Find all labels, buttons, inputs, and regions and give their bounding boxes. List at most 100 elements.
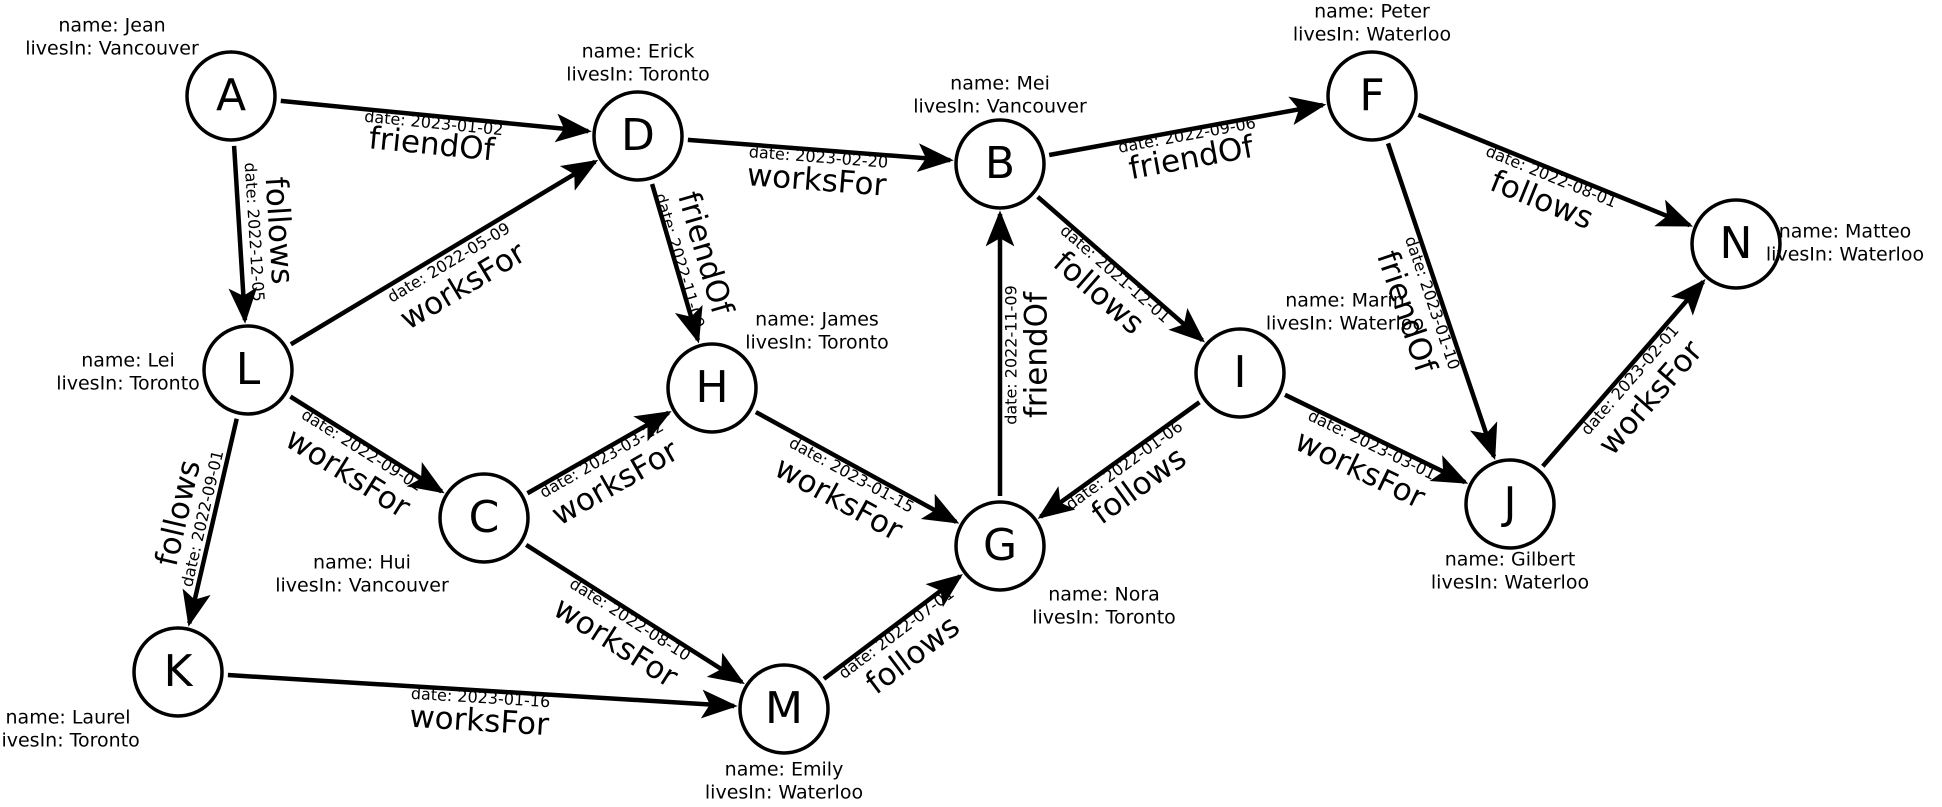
edge-arrow-C-M — [524, 542, 745, 685]
edge-arrow-F-N — [1417, 112, 1694, 228]
edge-arrow-I-J — [1284, 392, 1469, 485]
node-id-J: J — [1501, 478, 1517, 529]
node-circle-J — [1464, 458, 1556, 550]
node-name-N: name: Matteo — [1779, 221, 1912, 243]
edge-arrow-I-G — [1037, 400, 1201, 519]
edge-arrow-J-N — [1541, 279, 1706, 468]
node-id-H: H — [695, 362, 728, 413]
node-circle-A — [185, 50, 277, 142]
node-circle-H — [666, 342, 758, 434]
node-lives-in-C: livesIn: Vancouver — [275, 575, 449, 597]
node-name-J: name: Gilbert — [1445, 549, 1576, 571]
node-circle-B — [954, 118, 1046, 210]
node-lives-in-D: livesIn: Toronto — [566, 64, 710, 86]
node-id-B: B — [985, 138, 1015, 189]
node-lives-in-N: livesIn: Waterloo — [1766, 244, 1924, 266]
node-id-K: K — [164, 646, 194, 697]
edge-label-A-L: follows — [258, 176, 301, 286]
node-id-C: C — [469, 492, 500, 543]
node-name-A: name: Jean — [58, 15, 165, 37]
node-name-C: name: Hui — [313, 552, 411, 574]
edge-arrow-A-L — [228, 145, 258, 324]
edge-arrow-L-D — [289, 159, 599, 347]
node-lives-in-K: livesIn: Toronto — [0, 730, 140, 752]
edge-arrow-K-M — [227, 672, 738, 719]
edge-arrow-D-H — [649, 183, 703, 344]
node-lives-in-H: livesIn: Toronto — [745, 332, 889, 354]
node-id-G: G — [983, 520, 1017, 571]
edge-arrow-F-J — [1385, 142, 1498, 461]
node-circle-M — [738, 663, 830, 755]
node-circle-C — [438, 472, 530, 564]
edge-label-G-B: friendOf — [1019, 291, 1055, 418]
edge-arrow-D-B — [687, 137, 954, 173]
edge-arrow-C-H — [526, 410, 672, 496]
edge-date-G-B: date: 2022-11-09 — [1002, 285, 1021, 425]
node-circle-I — [1194, 327, 1286, 419]
node-name-H: name: James — [755, 309, 879, 331]
node-lives-in-L: livesIn: Toronto — [56, 373, 200, 395]
node-name-I: name: Marin — [1285, 290, 1405, 312]
node-name-D: name: Erick — [582, 41, 695, 63]
node-circle-N — [1690, 198, 1782, 290]
node-lives-in-B: livesIn: Vancouver — [913, 96, 1087, 118]
node-lives-in-G: livesIn: Toronto — [1032, 607, 1176, 629]
node-id-L: L — [236, 344, 261, 395]
edge-arrow-L-C — [289, 394, 445, 494]
node-id-D: D — [621, 110, 655, 161]
node-name-L: name: Lei — [81, 350, 175, 372]
node-circle-D — [592, 90, 684, 182]
node-id-N: N — [1720, 218, 1753, 269]
node-id-F: F — [1359, 70, 1384, 121]
node-circle-G — [954, 500, 1046, 592]
edge-arrow-B-I — [1036, 195, 1206, 343]
edge-arrow-B-F — [1048, 96, 1327, 158]
edge-arrow-M-G — [822, 573, 963, 681]
node-name-G: name: Nora — [1048, 584, 1160, 606]
edge-arrow-H-G — [754, 410, 960, 524]
node-lives-in-M: livesIn: Waterloo — [705, 782, 863, 804]
node-circle-K — [132, 626, 224, 718]
node-name-K: name: Laurel — [6, 707, 131, 729]
node-lives-in-A: livesIn: Vancouver — [25, 38, 199, 60]
edge-label-K-M: worksFor — [408, 699, 550, 743]
node-name-F: name: Peter — [1314, 1, 1430, 23]
node-lives-in-F: livesIn: Waterloo — [1293, 24, 1451, 46]
node-id-I: I — [1234, 347, 1247, 398]
node-name-B: name: Mei — [950, 73, 1050, 95]
node-id-A: A — [216, 70, 246, 121]
edge-arrow-L-K — [182, 418, 239, 627]
